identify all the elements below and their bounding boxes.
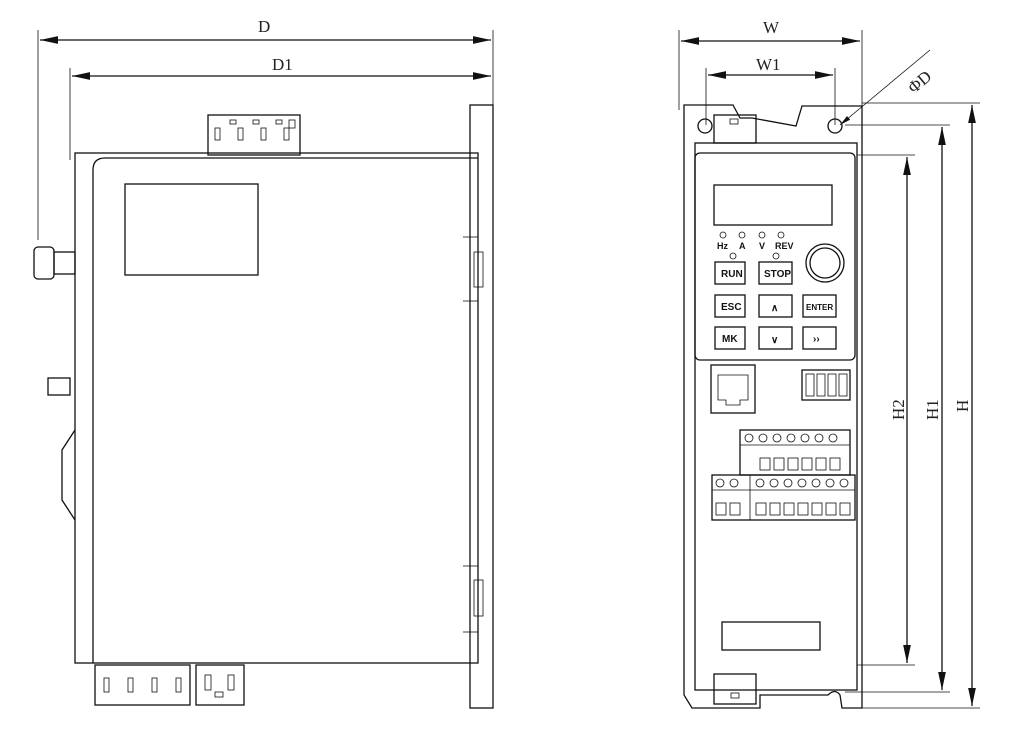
svg-text:ESC: ESC xyxy=(721,302,742,313)
svg-text:∨: ∨ xyxy=(771,335,778,346)
rj45-port xyxy=(710,364,756,414)
dimension-label-h: H xyxy=(953,400,972,412)
bottom-terminal-connectors xyxy=(94,664,245,706)
dimension-d1: D1 xyxy=(69,55,491,160)
stop-button[interactable]: STOP xyxy=(758,261,793,285)
top-terminal-connector xyxy=(207,114,301,156)
keypad-panel: Hz A V REV RUN STOP ESC ∧ ENTER MK ∨ ›› xyxy=(694,152,856,361)
mounting-hole-left xyxy=(697,118,713,134)
side-clips xyxy=(463,236,484,633)
esc-button[interactable]: ESC xyxy=(714,294,746,318)
svg-text:∧: ∧ xyxy=(771,303,778,314)
mk-button[interactable]: MK xyxy=(714,326,746,350)
run-button[interactable]: RUN xyxy=(714,261,746,285)
lcd-display xyxy=(713,184,833,226)
svg-text:››: ›› xyxy=(813,334,820,345)
svg-text:RUN: RUN xyxy=(721,269,743,280)
dimension-d: D xyxy=(37,17,494,240)
indicator-v: V xyxy=(759,241,765,251)
mounting-hole-right xyxy=(827,118,843,134)
shift-button[interactable]: ›› xyxy=(802,326,837,350)
dimension-hole-diameter: ΦD xyxy=(839,49,935,126)
indicator-a: A xyxy=(739,241,746,251)
dimension-w1: W1 xyxy=(705,55,836,125)
dip-switch xyxy=(801,369,851,401)
dimension-label-d1: D1 xyxy=(272,55,293,74)
status-indicators: Hz A V REV xyxy=(717,231,794,260)
mounting-plate xyxy=(683,104,863,709)
bottom-clip xyxy=(713,673,757,705)
display-window xyxy=(124,183,259,276)
mounting-bracket xyxy=(469,104,494,709)
control-terminal-block xyxy=(739,429,851,476)
dimension-h1: H1 xyxy=(845,124,950,693)
dimension-h: H xyxy=(862,102,980,709)
indicator-hz: Hz xyxy=(717,241,728,251)
indicator-rev: REV xyxy=(775,241,794,251)
potentiometer-knob xyxy=(33,246,76,280)
speed-knob[interactable] xyxy=(805,243,845,283)
dimension-label-hole-diameter: ΦD xyxy=(904,67,935,97)
up-button[interactable]: ∧ xyxy=(758,294,793,318)
dimension-w: W xyxy=(678,18,863,110)
svg-text:STOP: STOP xyxy=(764,269,791,280)
enter-button[interactable]: ENTER xyxy=(802,294,837,318)
side-body xyxy=(74,152,479,664)
dimension-label-w: W xyxy=(763,18,780,37)
dimension-label-h1: H1 xyxy=(923,399,942,420)
front-view: W W1 ΦD Hz A V REV xyxy=(678,18,980,709)
front-cover-edge xyxy=(92,157,478,663)
down-button[interactable]: ∨ xyxy=(758,326,793,350)
dimension-h2: H2 xyxy=(857,154,915,666)
dimension-label-w1: W1 xyxy=(756,55,781,74)
nameplate-area xyxy=(721,621,821,651)
dimension-label-d: D xyxy=(258,17,270,36)
side-latch xyxy=(61,429,76,521)
dimension-label-h2: H2 xyxy=(889,399,908,420)
side-view: D D1 xyxy=(33,17,494,709)
svg-text:ENTER: ENTER xyxy=(806,303,833,312)
svg-text:MK: MK xyxy=(722,334,738,345)
front-body xyxy=(694,142,858,691)
power-terminal-block xyxy=(711,474,856,521)
side-port xyxy=(47,377,71,396)
